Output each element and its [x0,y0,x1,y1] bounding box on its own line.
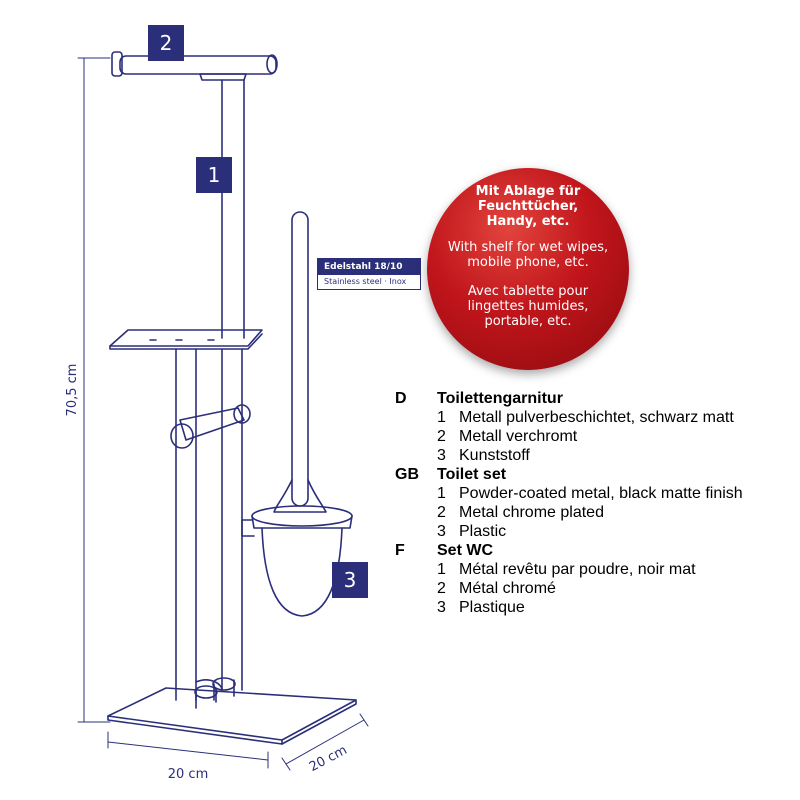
depth-dimension-line [285,719,365,765]
item-text: Powder-coated metal, black matte finish [459,485,743,502]
legend-section-de: D Toilettengarnitur 1 Metall pulverbesch… [395,389,795,465]
item-text: Plastic [459,523,507,540]
item-number: 3 [437,447,446,464]
language-code: F [395,542,405,559]
legend-item: 2 Métal chromé [395,579,795,598]
legend-item: 3 Kunststoff [395,446,795,465]
promo-text-de: Mit Ablage für Feuchttücher, Handy, etc. [475,184,581,229]
width-dimension-line [107,741,269,761]
material-tag-title: Edelstahl 18/10 [318,259,420,275]
item-text: Plastique [459,599,525,616]
material-legend: D Toilettengarnitur 1 Metall pulverbesch… [395,389,795,617]
item-number: 2 [437,580,446,597]
legend-title: Toilet set [437,466,507,483]
item-text: Metall verchromt [459,428,578,445]
item-number: 2 [437,428,446,445]
legend-title: Set WC [437,542,493,559]
item-text: Métal revêtu par poudre, noir mat [459,561,696,578]
item-number: 3 [437,599,446,616]
shelf [109,329,263,350]
language-code: D [395,390,407,407]
depth-label: 20 cm [307,743,350,775]
lower-poles [175,348,243,701]
material-tag-subtitle: Stainless steel · Inox [324,277,407,286]
toilet-brush [273,211,327,513]
main-pole [221,79,245,339]
promo-bubble: Mit Ablage für Feuchttücher, Handy, etc.… [427,168,629,370]
legend-section-gb: GB Toilet set 1 Powder-coated metal, bla… [395,465,795,541]
base-plate [107,677,357,745]
legend-item: 2 Metal chrome plated [395,503,795,522]
promo-text-fr: Avec tablette pour lingettes humides, po… [467,284,589,329]
item-text: Metal chrome plated [459,504,604,521]
legend-item: 3 Plastique [395,598,795,617]
item-text: Métal chromé [459,580,556,597]
legend-item: 3 Plastic [395,522,795,541]
legend-item: 1 Métal revêtu par poudre, noir mat [395,560,795,579]
item-number: 1 [437,409,446,426]
legend-section-f: F Set WC 1 Métal revêtu par poudre, noir… [395,541,795,617]
item-number: 1 [437,485,446,502]
item-number: 3 [437,523,446,540]
height-label: 70,5 cm [65,364,80,417]
item-number: 2 [437,504,446,521]
callout-badge-1: 1 [196,157,232,193]
legend-item: 1 Powder-coated metal, black matte finis… [395,484,795,503]
legend-title: Toilettengarnitur [437,390,563,407]
item-text: Metall pulverbeschichtet, schwarz matt [459,409,734,426]
legend-item: 2 Metall verchromt [395,427,795,446]
paper-holder-bar [111,51,278,81]
callout-badge-2: 2 [148,25,184,61]
legend-item: 1 Metall pulverbeschichtet, schwarz matt [395,408,795,427]
language-code: GB [395,466,419,483]
material-tag: Edelstahl 18/10 Stainless steel · Inox [317,258,421,290]
spare-roll-holder [170,404,251,449]
item-number: 1 [437,561,446,578]
item-text: Kunststoff [459,447,530,464]
callout-badge-3: 3 [332,562,368,598]
promo-text-en: With shelf for wet wipes, mobile phone, … [447,240,609,270]
brush-holder-cup [241,505,353,617]
width-label: 20 cm [168,767,209,782]
